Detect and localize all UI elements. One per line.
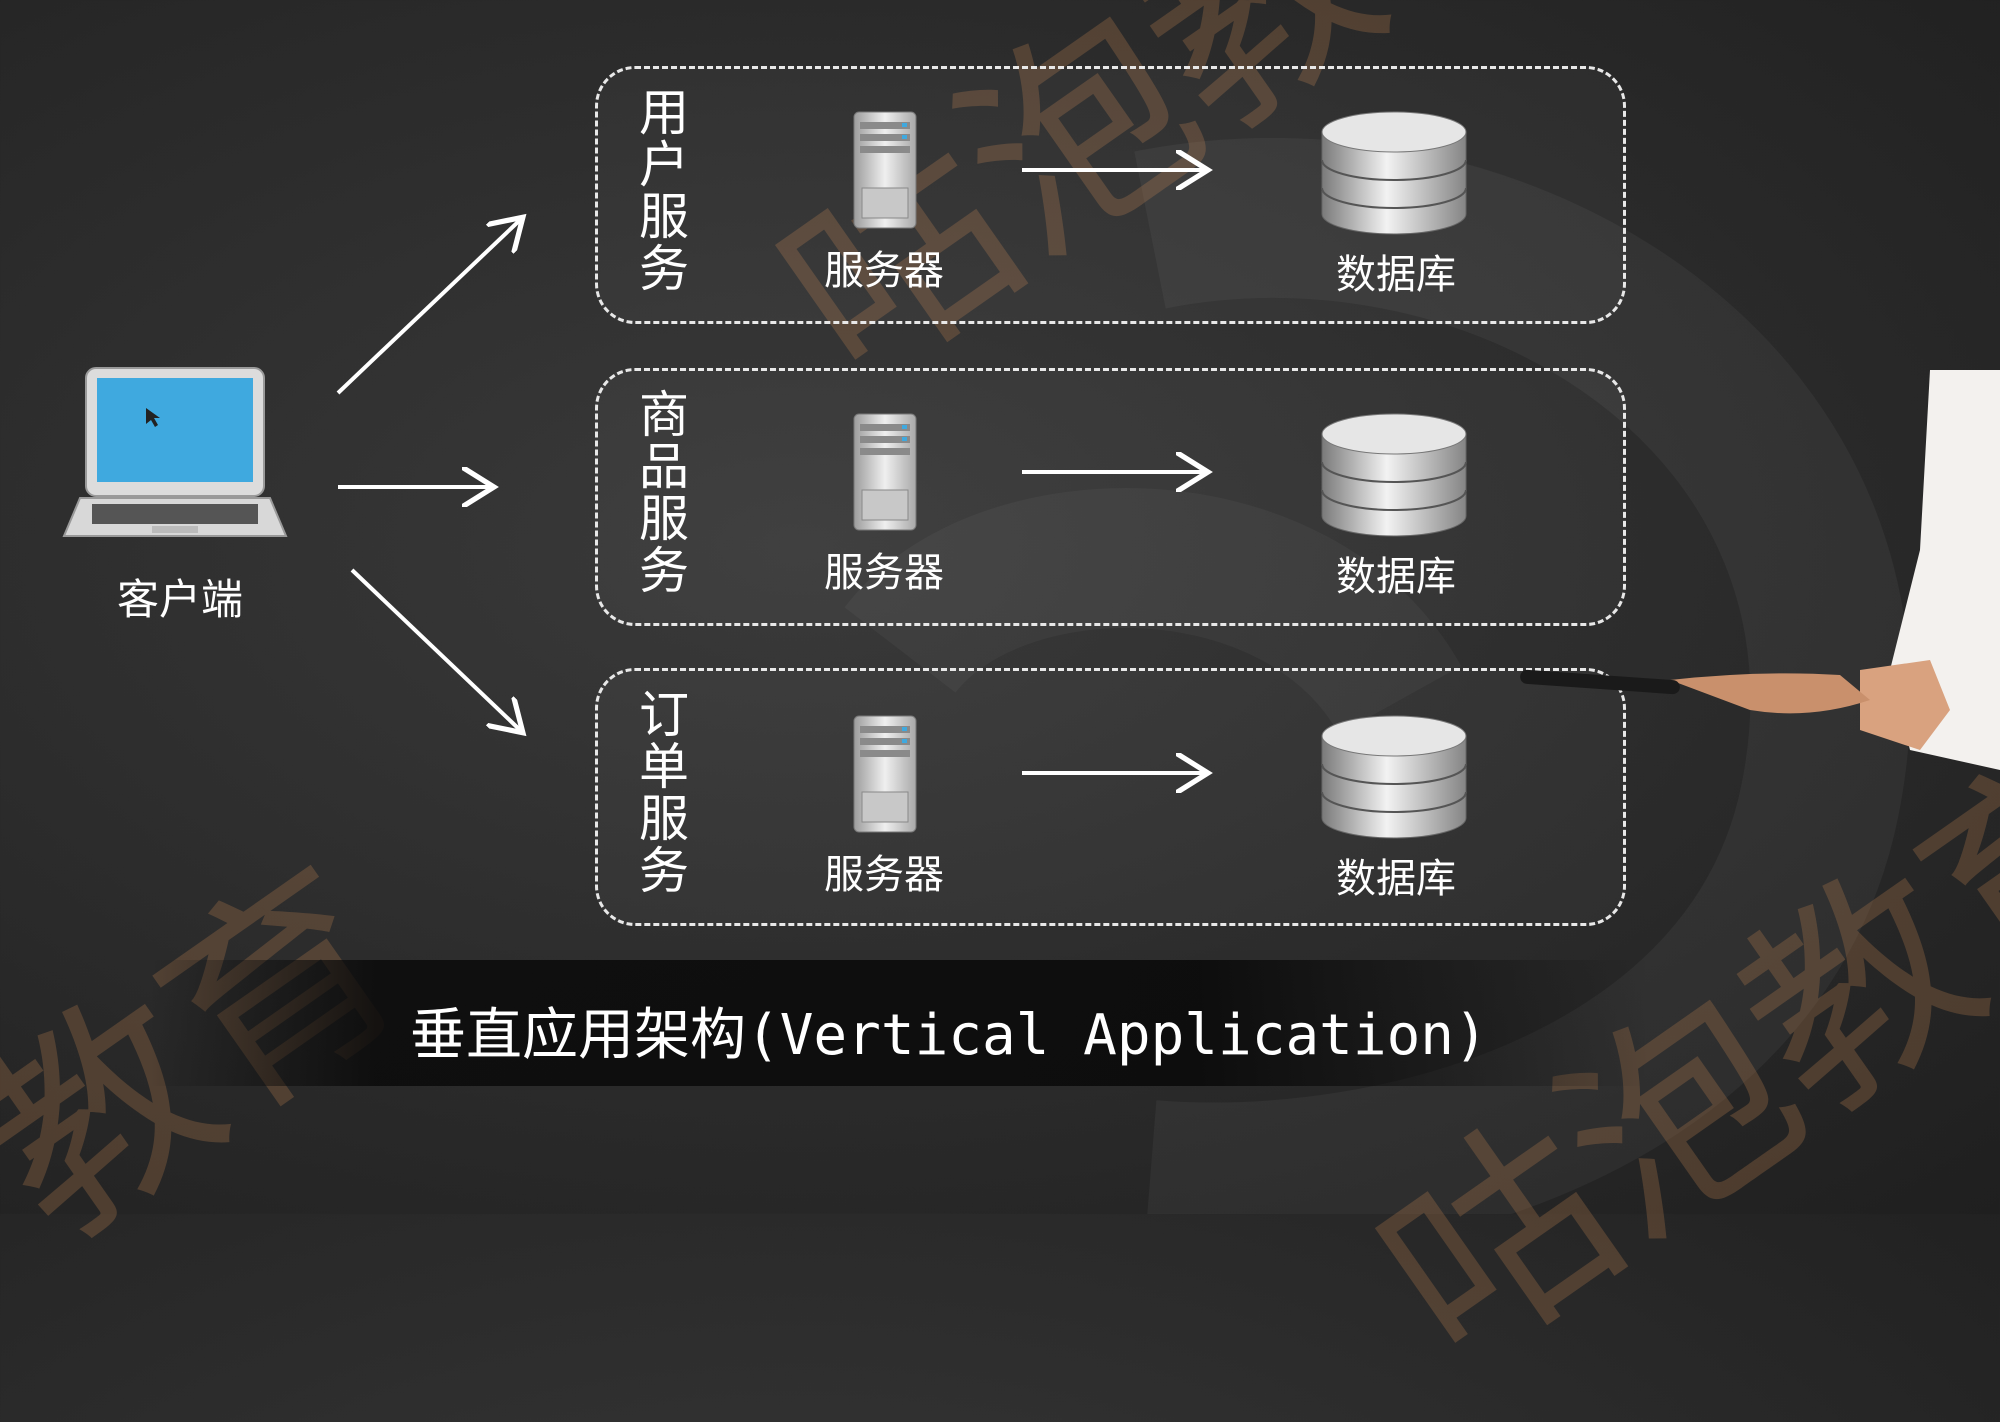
panel-product-service: 商 品 服 务 — [595, 368, 1626, 626]
server-icon — [853, 413, 917, 531]
database-label: 数据库 — [1336, 252, 1456, 298]
panel-title: 商 品 服 务 — [639, 386, 689, 600]
database-label: 数据库 — [1336, 554, 1456, 600]
laptop-icon — [62, 367, 288, 537]
server-label: 服务器 — [824, 550, 944, 596]
database-icon — [1321, 715, 1467, 839]
database-label: 数据库 — [1336, 856, 1456, 902]
slide-caption: 垂直应用架构(Vertical Application) — [410, 1003, 1488, 1068]
caption-bar — [150, 960, 1650, 1086]
client-arrows — [336, 0, 2000, 1214]
panel-title: 用 户 服 务 — [639, 84, 689, 298]
client-label: 客户端 — [116, 575, 243, 624]
server-icon — [853, 111, 917, 229]
panel-title: 订 单 服 务 — [639, 686, 689, 900]
arrow-to-order-service — [350, 568, 520, 730]
arrow-to-user-service — [336, 220, 520, 395]
panel-order-service: 订 单 服 务 — [595, 668, 1626, 926]
presenter-hand — [1520, 370, 2000, 770]
server-label: 服务器 — [824, 852, 944, 898]
database-icon — [1321, 111, 1467, 235]
database-icon — [1321, 413, 1467, 537]
panel-user-service: 用 户 服 务 — [595, 66, 1626, 324]
server-icon — [853, 715, 917, 833]
server-label: 服务器 — [824, 248, 944, 294]
